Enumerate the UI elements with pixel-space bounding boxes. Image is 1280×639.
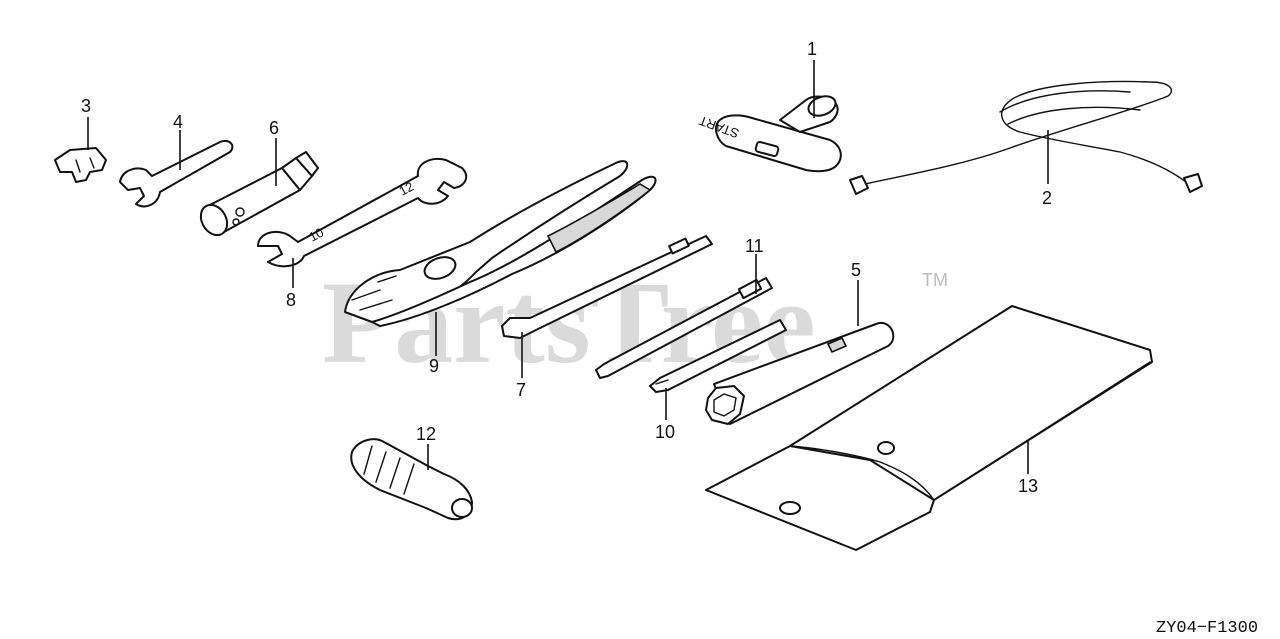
callout-9[interactable]: 9: [429, 356, 439, 376]
part-6-socket[interactable]: [196, 151, 319, 240]
callout-4[interactable]: 4: [173, 112, 183, 132]
leader-lines: [87, 60, 1049, 474]
part-7-screwdriver[interactable]: [501, 235, 713, 339]
callout-10[interactable]: 10: [655, 422, 675, 442]
callout-3[interactable]: 3: [81, 96, 91, 116]
part-5-plug-wrench[interactable]: [705, 321, 895, 425]
part-3-clip[interactable]: [54, 147, 107, 183]
diagram-code: ZY04−F1300: [1156, 619, 1258, 638]
callout-2[interactable]: 2: [1042, 188, 1052, 208]
callout-12[interactable]: 12: [416, 424, 436, 444]
watermark-trademark: TM: [922, 270, 948, 290]
part-9-pliers[interactable]: [344, 160, 657, 327]
callout-8[interactable]: 8: [286, 290, 296, 310]
part-4-wrench[interactable]: [119, 140, 234, 208]
callout-labels: 1 2 3 4 5 6 7 8 9 10 11 12 13: [81, 39, 1052, 496]
wrench-8-mark: 10: [306, 225, 326, 245]
callout-11[interactable]: 11: [745, 236, 764, 256]
part-8-wrench[interactable]: 10 12: [257, 158, 468, 268]
part-2-rope[interactable]: [849, 80, 1203, 195]
callout-6[interactable]: 6: [269, 118, 279, 138]
part-1-start-handle[interactable]: START: [697, 93, 842, 173]
callout-1[interactable]: 1: [807, 39, 817, 59]
callout-7[interactable]: 7: [516, 380, 526, 400]
part-13-tool-bag[interactable]: [705, 305, 1153, 551]
part-12-adapter[interactable]: [350, 438, 473, 521]
wrench-8-mark2: 12: [396, 179, 416, 199]
callout-13[interactable]: 13: [1018, 476, 1038, 496]
part-10-phillips[interactable]: [649, 319, 787, 393]
callout-5[interactable]: 5: [851, 260, 861, 280]
